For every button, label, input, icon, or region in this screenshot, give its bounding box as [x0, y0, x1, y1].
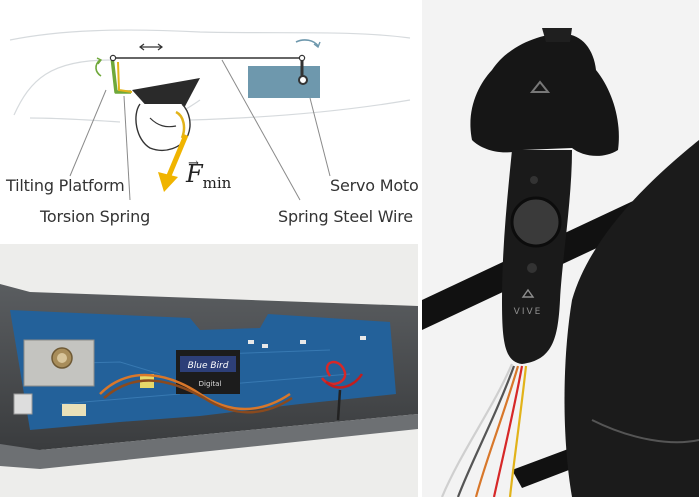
label-spring-steel-wire: Spring Steel Wire [278, 207, 413, 226]
tracking-ring [470, 33, 619, 156]
controller-photo: VIVE [422, 0, 699, 497]
servo-sub-label: Digital [199, 380, 222, 388]
controller-outline [9, 29, 411, 123]
force-arrow [158, 134, 189, 192]
label-torsion-spring: Torsion Spring [40, 207, 151, 226]
finger-pad [132, 78, 200, 112]
label-servo-motor: Servo Motor [330, 176, 418, 195]
pcb-photo: Blue Bird Digital [0, 244, 418, 497]
wire-motion-arrow [139, 43, 163, 51]
servo-brand-label: Blue Bird [188, 361, 229, 371]
force-subscript: min [202, 174, 232, 192]
trackpad [510, 196, 562, 248]
force-label: → Fmin [186, 156, 232, 192]
servo-motor [248, 66, 320, 98]
force-symbol: F [186, 160, 203, 188]
finger [135, 103, 191, 152]
divider-horizontal [0, 240, 418, 244]
divider-vertical [418, 0, 422, 497]
vive-logo: VIVE [514, 307, 543, 317]
mechanism-drawing [9, 29, 411, 201]
servo-rotation-icon [295, 39, 319, 47]
torsion-spring-photo [51, 347, 73, 369]
pcb-wires [99, 360, 364, 421]
pcb-drawing: Blue Bird Digital [0, 284, 418, 469]
cloth-bag [564, 140, 699, 497]
controller-drawing: VIVE [422, 28, 699, 497]
controller-cables [440, 363, 528, 497]
label-tilting-platform: Tilting Platform [6, 176, 125, 195]
leader-lines [69, 59, 331, 201]
torsion-spring [117, 61, 133, 93]
servo-horn [298, 75, 308, 85]
mechanism-diagram: Tilting Platform Torsion Spring Servo Mo… [0, 0, 418, 240]
platform-rotation-icon [95, 59, 102, 77]
tilting-platform [109, 54, 131, 94]
